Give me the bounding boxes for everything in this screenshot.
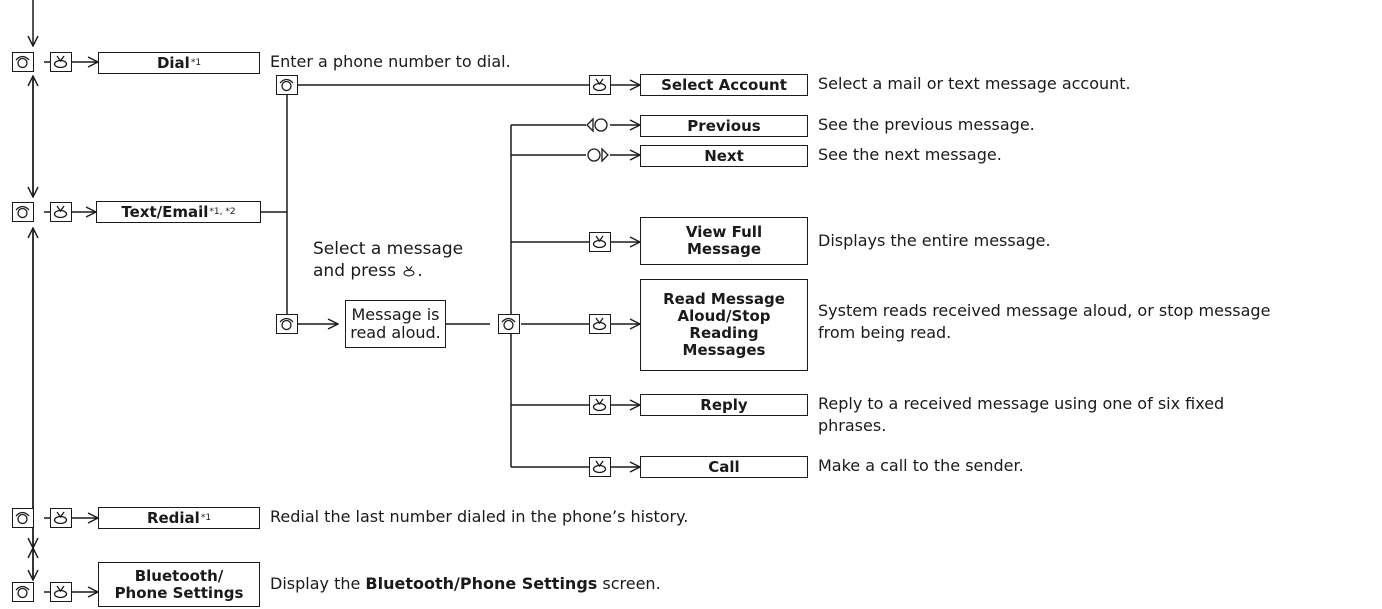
message-read-line-1: Message is xyxy=(351,305,440,325)
press-knob-icon xyxy=(50,202,72,222)
dial-footnote: *1 xyxy=(190,57,202,68)
next-box: Next xyxy=(640,145,808,167)
interface-dial-icon xyxy=(12,202,34,222)
previous-description: See the previous message. xyxy=(818,115,1035,134)
bluetooth-settings-description: Display the Bluetooth/Phone Settings scr… xyxy=(270,573,661,595)
interface-dial-icon xyxy=(12,582,34,602)
redial-label: Redial xyxy=(146,508,200,527)
bt-desc-pre: Display the xyxy=(270,574,366,593)
text-email-label: Text/Email xyxy=(121,202,209,221)
read-aloud-box: Read Message Aloud/Stop Reading Messages xyxy=(640,279,808,371)
call-label: Call xyxy=(708,457,740,476)
read-aloud-desc-line-2: from being read. xyxy=(818,322,952,342)
press-knob-icon xyxy=(589,232,611,252)
reply-label: Reply xyxy=(700,395,748,414)
message-read-box: Message is read aloud. xyxy=(345,300,446,348)
select-message-note: Select a message and press . xyxy=(313,238,463,282)
dial-box: Dial*1 xyxy=(98,52,260,74)
press-knob-icon xyxy=(589,457,611,477)
next-label: Next xyxy=(704,146,744,165)
press-knob-icon xyxy=(403,266,415,277)
bt-line-2: Phone Settings xyxy=(114,583,244,602)
previous-label: Previous xyxy=(687,116,761,135)
reply-box: Reply xyxy=(640,394,808,416)
view-full-description: Displays the entire message. xyxy=(818,231,1051,250)
dial-label: Dial xyxy=(156,53,190,72)
bluetooth-settings-box: Bluetooth/ Phone Settings xyxy=(98,562,260,607)
view-full-line-1: View Full xyxy=(685,223,763,242)
reply-desc-line-1: Reply to a received message using one of… xyxy=(818,394,1225,413)
interface-dial-icon xyxy=(12,508,34,528)
view-full-message-box: View Full Message xyxy=(640,217,808,265)
text-email-footnote: *1, *2 xyxy=(209,206,236,217)
read-aloud-line-1: Read Message xyxy=(663,290,785,309)
select-account-box: Select Account xyxy=(640,74,808,96)
press-knob-icon xyxy=(50,508,72,528)
dial-description: Enter a phone number to dial. xyxy=(270,52,511,71)
redial-footnote: *1 xyxy=(200,512,212,523)
press-knob-icon xyxy=(50,52,72,72)
bt-desc-post: screen. xyxy=(597,574,661,593)
redial-box: Redial*1 xyxy=(98,507,260,529)
call-box: Call xyxy=(640,456,808,478)
call-description: Make a call to the sender. xyxy=(818,456,1024,475)
bt-line-1: Bluetooth/ xyxy=(134,566,224,585)
previous-box: Previous xyxy=(640,115,808,137)
bt-desc-bold: Bluetooth/Phone Settings xyxy=(365,574,598,593)
read-aloud-line-4: Messages xyxy=(682,340,766,359)
read-aloud-line-2: Aloud/Stop xyxy=(677,307,771,326)
note-line-2: and press . xyxy=(313,261,423,282)
interface-dial-icon xyxy=(498,314,520,334)
reply-desc-line-2: phrases. xyxy=(818,415,887,435)
redial-description: Redial the last number dialed in the pho… xyxy=(270,507,689,526)
select-account-description: Select a mail or text message account. xyxy=(818,74,1131,93)
interface-dial-icon xyxy=(276,314,298,334)
text-email-box: Text/Email*1, *2 xyxy=(96,201,261,223)
press-knob-icon xyxy=(50,582,72,602)
press-knob-icon xyxy=(589,314,611,334)
read-aloud-desc-line-1: System reads received message aloud, or … xyxy=(818,301,1271,320)
message-read-line-2: read aloud. xyxy=(350,323,441,342)
interface-dial-icon xyxy=(12,52,34,72)
read-aloud-description: System reads received message aloud, or … xyxy=(818,300,1270,343)
press-knob-icon xyxy=(589,395,611,415)
press-knob-icon xyxy=(589,75,611,95)
scroll-left-icon xyxy=(586,116,610,134)
read-aloud-line-3: Reading xyxy=(689,324,759,342)
next-description: See the next message. xyxy=(818,145,1002,164)
select-account-label: Select Account xyxy=(661,75,787,94)
reply-description: Reply to a received message using one of… xyxy=(818,393,1224,436)
view-full-line-2: Message xyxy=(687,240,761,258)
note-line-1: Select a message xyxy=(313,239,464,259)
scroll-right-icon xyxy=(586,146,610,164)
interface-dial-icon xyxy=(276,75,298,95)
